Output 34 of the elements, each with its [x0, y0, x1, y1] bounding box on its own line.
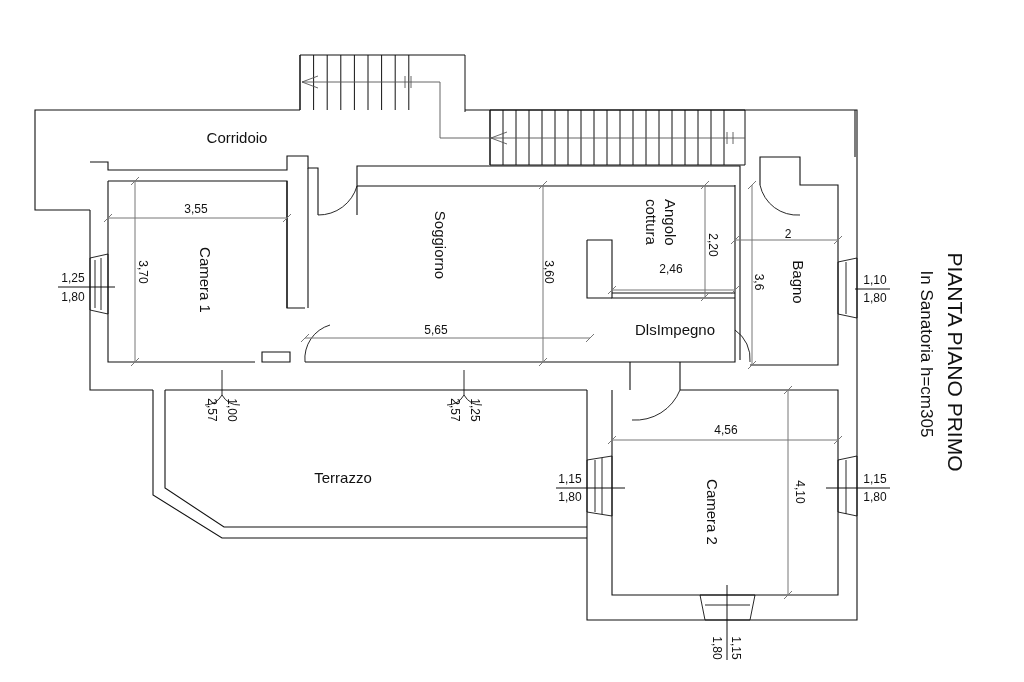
room-label: Terrazzo	[314, 468, 372, 488]
dimension-text: 1,25	[469, 398, 481, 422]
dimension-text: 3,60	[543, 260, 555, 284]
room-label: Corridoio	[206, 128, 268, 148]
dimension-text: 3,70	[137, 260, 149, 284]
dimension-text: 2,57	[206, 398, 218, 422]
room-label: Camera 2	[702, 479, 722, 545]
room-label: Bagno	[788, 260, 808, 304]
dimension-text: 3,55	[184, 203, 208, 215]
dimension-text: 3,6	[753, 273, 765, 291]
room-label: DlsImpegno	[635, 320, 715, 340]
room-label: Soggiorno	[430, 210, 450, 280]
dimension-text: 2,57	[449, 398, 461, 422]
dimension-text: 4,56	[714, 424, 738, 436]
dimension-text: 1,80	[61, 291, 85, 303]
dimension-text: 1,15	[863, 473, 887, 485]
title: PIANTA PIANO PRIMO	[944, 252, 966, 472]
dimension-text: 1,00	[226, 398, 238, 422]
dimension-text: 1,80	[863, 292, 887, 304]
dimension-text: 5,65	[424, 324, 448, 336]
room-label: Angolo cottura	[641, 187, 679, 257]
dimension-text: 1,10	[863, 274, 887, 286]
dimension-text: 2,46	[659, 263, 683, 275]
dimension-text: 1,15	[730, 636, 742, 660]
dimension-text: 1,80	[558, 491, 582, 503]
dimension-text: 2	[784, 228, 792, 240]
dimension-text: 4,10	[794, 480, 806, 504]
dimension-text: 1,15	[558, 473, 582, 485]
room-label: Camera 1	[195, 247, 215, 313]
dimension-text: 1,80	[863, 491, 887, 503]
dimension-text: 1,25	[61, 272, 85, 284]
dimension-text: 1,80	[711, 636, 723, 660]
caption: In Sanatoria h=cm305	[917, 270, 935, 438]
dimension-text: 2,20	[707, 233, 719, 257]
